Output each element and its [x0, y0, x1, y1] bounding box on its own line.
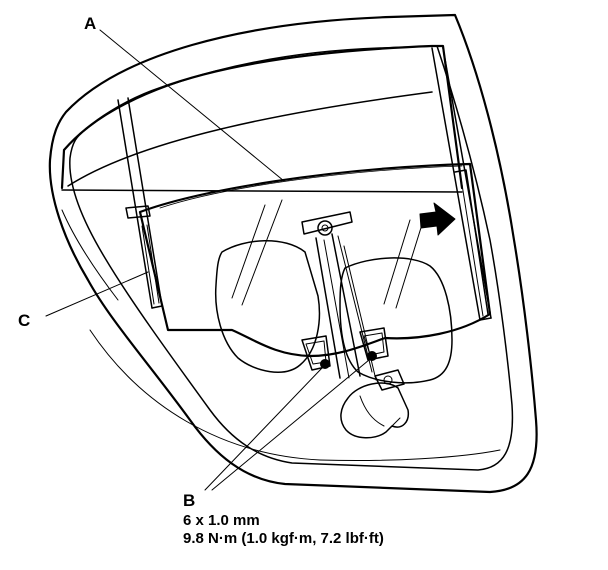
- torque-spec: 9.8 N·m (1.0 kgf·m, 7.2 lbf·ft): [183, 530, 384, 547]
- arrow-right-icon: [419, 202, 456, 236]
- leader-lines: [45, 29, 370, 491]
- window-glass: [138, 162, 492, 358]
- leader-b-right: [211, 359, 370, 491]
- label-b: B: [183, 491, 195, 510]
- door-panel: [48, 13, 538, 494]
- bolt-size-spec: 6 x 1.0 mm: [183, 512, 260, 529]
- regulator-motor: [340, 369, 410, 439]
- label-a: A: [84, 14, 96, 33]
- glass-run-channel-right: [431, 47, 492, 321]
- leader-a: [99, 29, 285, 182]
- label-c: C: [18, 311, 30, 330]
- bolt-left: [320, 359, 330, 369]
- leader-b-left: [204, 367, 323, 491]
- access-holes: [214, 240, 453, 384]
- bolt-right: [367, 351, 377, 361]
- leader-c: [45, 271, 149, 317]
- glass-run-channel-left: [117, 97, 163, 309]
